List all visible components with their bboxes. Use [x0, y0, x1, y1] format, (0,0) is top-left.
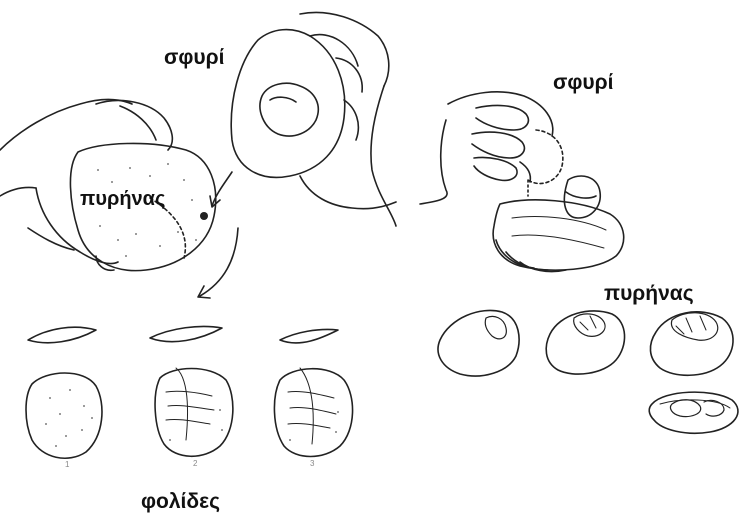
- right-core-sequence: [438, 310, 738, 433]
- label-core-left: πυρήνας: [80, 189, 165, 209]
- flake-stipple: [45, 389, 339, 447]
- strike-arrow: [210, 172, 232, 207]
- flake-faces: [26, 368, 353, 458]
- core-stipple: [89, 163, 197, 257]
- label-core-right: πυρήνας: [604, 283, 694, 304]
- flake-number-3: 3: [310, 460, 314, 468]
- flake-number-1: 1: [65, 461, 69, 469]
- flake-profiles: [28, 326, 338, 342]
- left-core-hand: [0, 100, 172, 271]
- label-hammer-left: σφυρί: [164, 47, 224, 68]
- label-hammer-right: σφυρί: [553, 72, 613, 93]
- right-core-hand: [493, 176, 624, 272]
- left-hammer-hand: [231, 12, 396, 226]
- right-hammer-hand: [420, 92, 563, 204]
- label-flakes: φολίδες: [141, 491, 220, 512]
- flake-number-2: 2: [193, 460, 197, 468]
